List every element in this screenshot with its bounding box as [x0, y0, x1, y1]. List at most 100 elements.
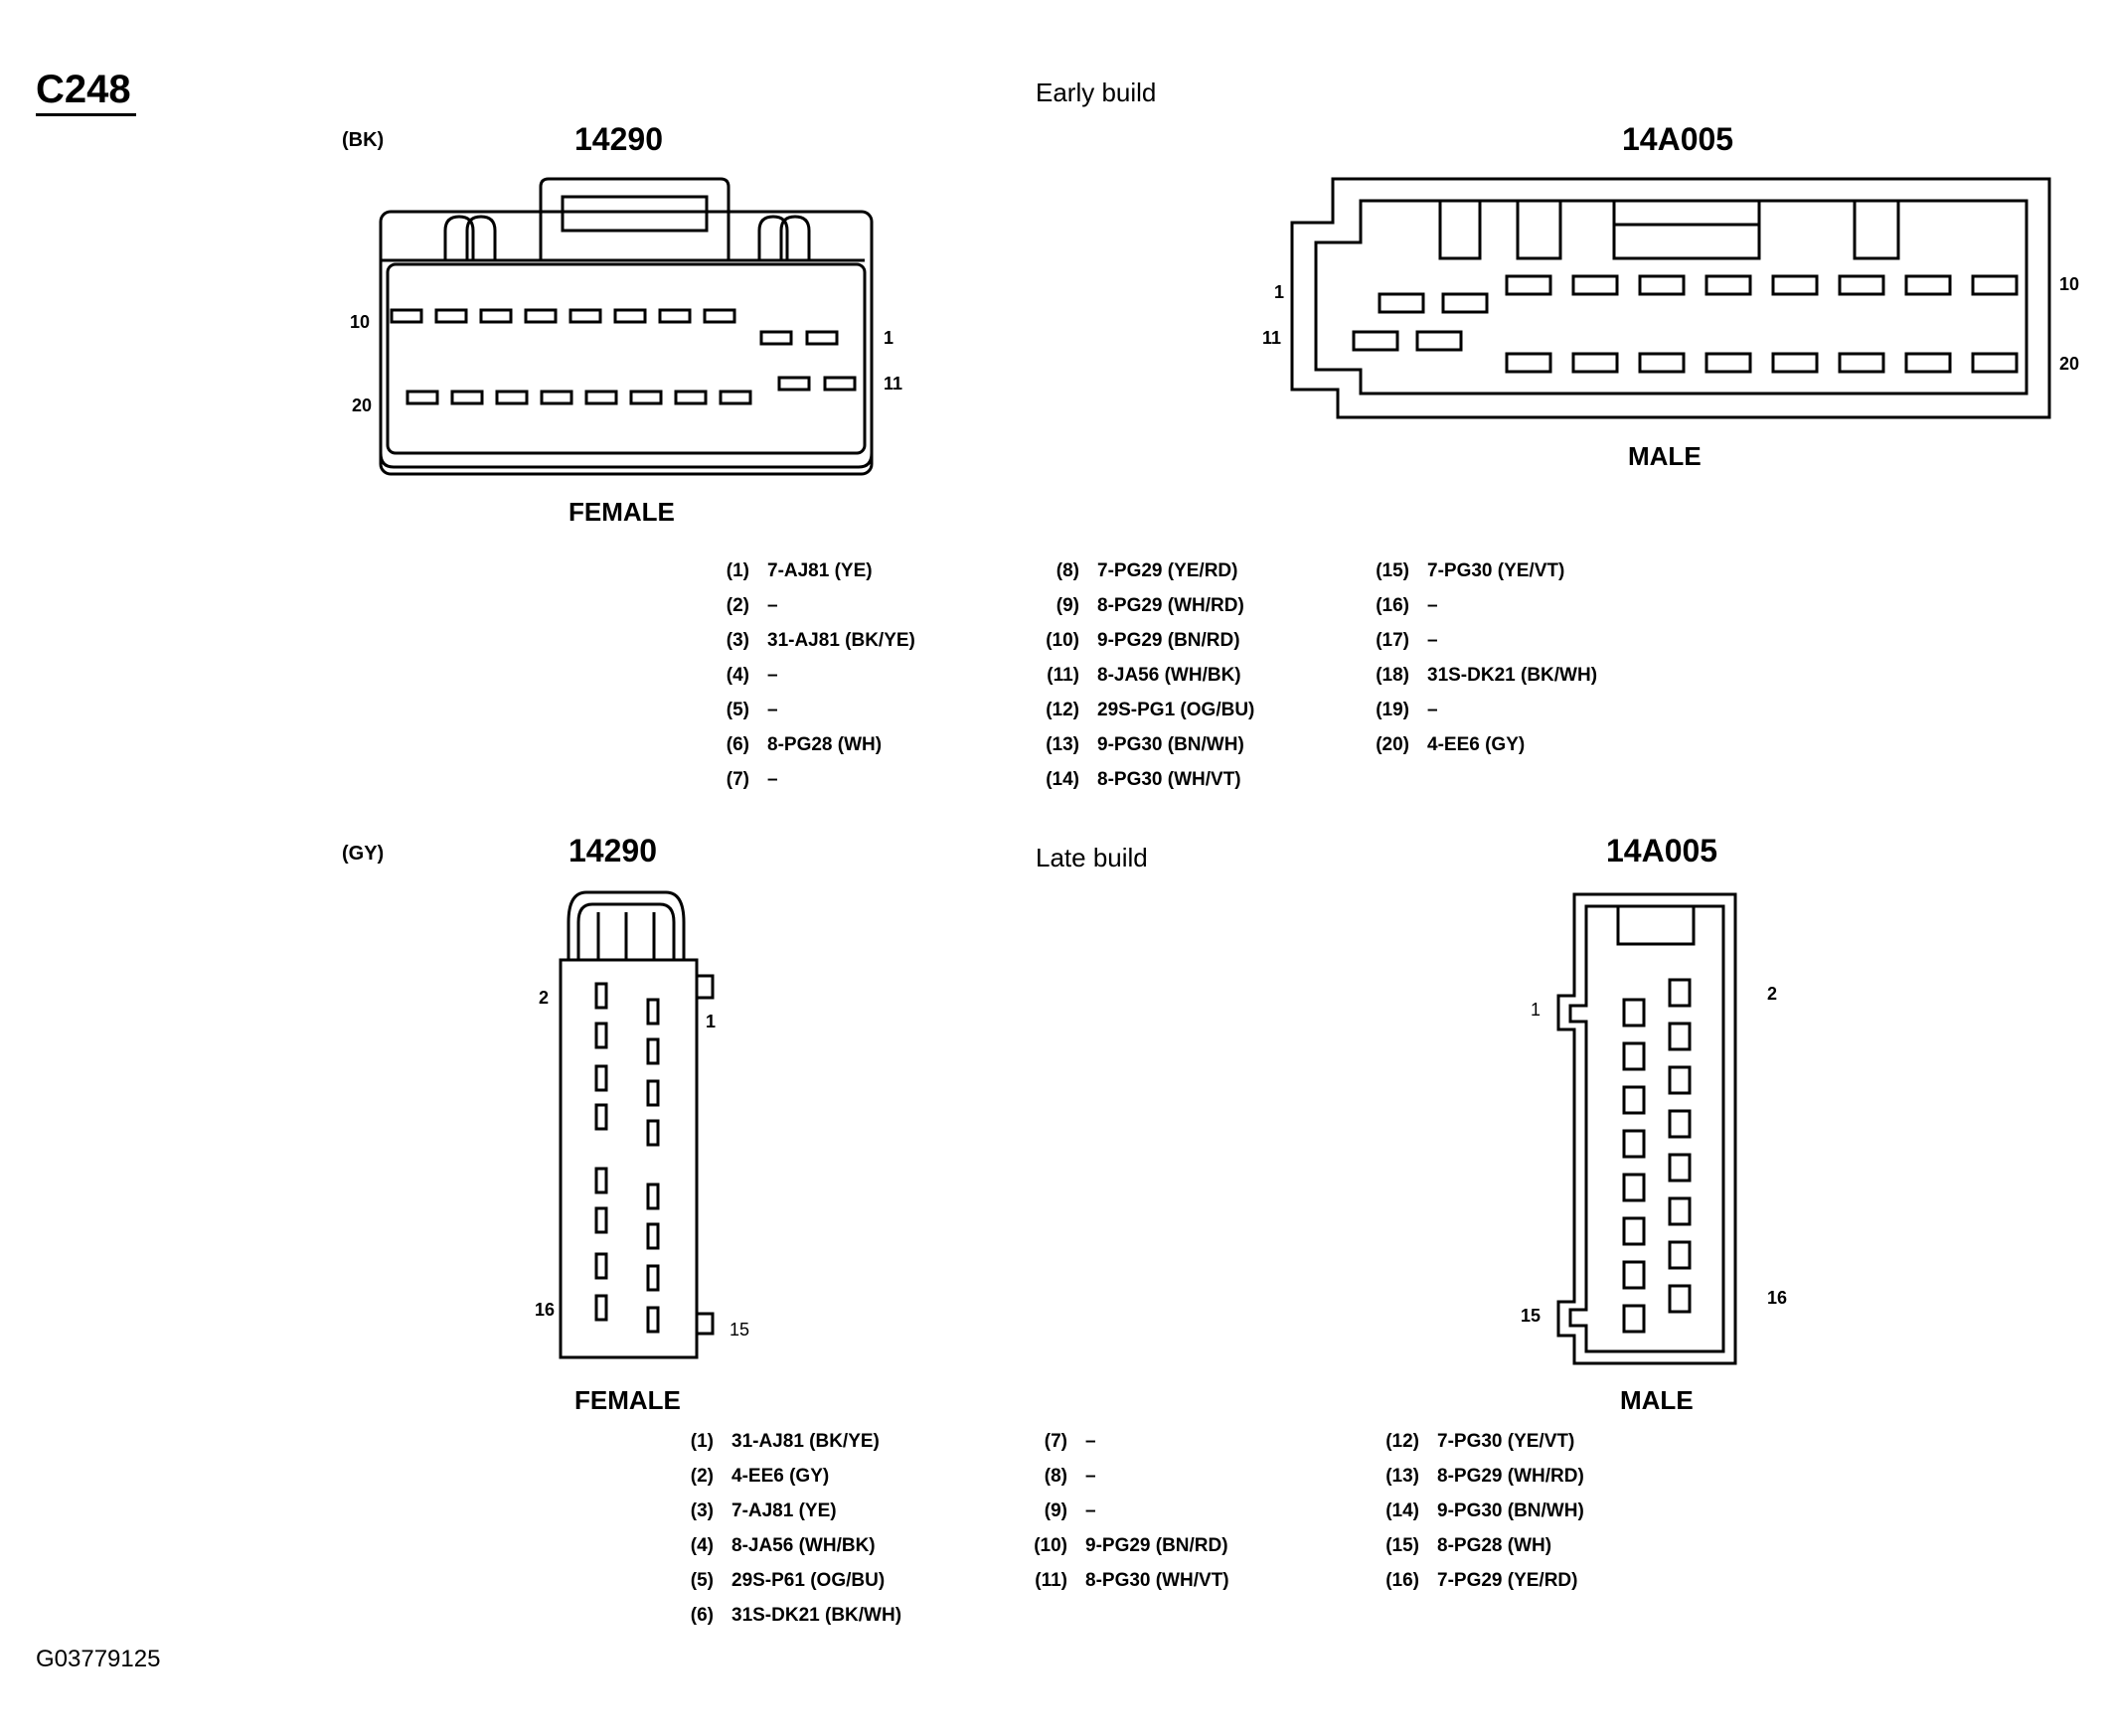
pin-cavity	[1668, 1153, 1692, 1183]
early-male-gender-label: MALE	[1628, 441, 1702, 471]
early-female-pin-label-11: 11	[884, 374, 903, 394]
pin-cavity	[646, 998, 660, 1026]
pin-cavity	[1622, 1216, 1646, 1246]
pin-cavity	[594, 982, 608, 1010]
pin-cavity	[1771, 352, 1819, 374]
pinout-circuit: 8-PG29 (WH/RD)	[1437, 1466, 1584, 1487]
pinout-circuit: 8-JA56 (WH/BK)	[1097, 665, 1241, 686]
pin-cavity	[390, 308, 423, 324]
pinout-circuit: –	[1427, 595, 1438, 616]
pinout-pin-number: (15)	[1376, 560, 1409, 581]
pin-cavity	[1622, 1085, 1646, 1115]
pin-cavity	[594, 1064, 608, 1092]
pinout-circuit: 9-PG29 (BN/RD)	[1097, 630, 1240, 651]
pin-cavity	[646, 1183, 660, 1210]
late-male-gender-label: MALE	[1620, 1385, 1694, 1415]
late-male-part-number: 14A005	[1606, 833, 1718, 868]
pinout-circuit: 7-PG30 (YE/VT)	[1427, 560, 1565, 581]
pin-cavity	[658, 308, 692, 324]
pinout-circuit: –	[1427, 700, 1438, 720]
pin-cavity	[594, 1103, 608, 1131]
pinout-circuit: 31-AJ81 (BK/YE)	[731, 1431, 880, 1452]
pinout-pin-number: (6)	[726, 734, 749, 755]
pinout-pin-number: (8)	[1056, 560, 1079, 581]
pinout-pin-number: (11)	[1047, 665, 1079, 686]
pin-cavity	[759, 330, 793, 346]
pin-cavity	[594, 1167, 608, 1194]
pin-cavity	[646, 1222, 660, 1250]
pinout-pin-number: (19)	[1376, 700, 1409, 720]
pinout-pin-number: (20)	[1376, 734, 1409, 755]
pinout-circuit: 9-PG30 (BN/WH)	[1437, 1500, 1584, 1521]
pin-cavity	[646, 1264, 660, 1292]
pin-cavity	[1638, 274, 1686, 296]
pin-cavity	[1668, 1284, 1692, 1314]
pinout-circuit: 7-PG29 (YE/RD)	[1097, 560, 1238, 581]
pin-cavity	[613, 308, 647, 324]
pin-cavity	[594, 1294, 608, 1322]
pin-cavity	[1668, 1022, 1692, 1051]
pin-cavity	[540, 390, 573, 405]
pin-cavity	[594, 1206, 608, 1234]
pinout-circuit: 7-AJ81 (YE)	[731, 1500, 837, 1521]
pin-cavity	[479, 308, 513, 324]
pinout-circuit: 29S-P61 (OG/BU)	[731, 1570, 886, 1591]
pin-cavity	[594, 1252, 608, 1280]
pinout-pin-number: (6)	[690, 1605, 714, 1626]
early-female-color: (BK)	[342, 129, 385, 151]
pin-cavity	[805, 330, 839, 346]
pin-cavity	[1415, 330, 1463, 352]
pin-cavity	[1971, 352, 2019, 374]
early-female-pin-label-20: 20	[352, 395, 373, 415]
pinout-pin-number: (7)	[1044, 1431, 1067, 1452]
early-male-pin-label-1: 1	[1274, 282, 1285, 302]
pinout-circuit: –	[1085, 1466, 1096, 1487]
late-build-label: Late build	[1036, 843, 1148, 872]
pin-cavity	[629, 390, 663, 405]
pin-cavity	[823, 376, 857, 392]
late-female-pin-label-1: 1	[706, 1012, 717, 1031]
pin-cavity	[1638, 352, 1686, 374]
pin-cavity	[1705, 274, 1752, 296]
pin-cavity	[1668, 1109, 1692, 1139]
pinout-circuit: 8-JA56 (WH/BK)	[731, 1535, 876, 1556]
pin-cavity	[1771, 274, 1819, 296]
pinout-pin-number: (9)	[1044, 1500, 1067, 1521]
pin-cavity	[1668, 1196, 1692, 1226]
early-male-pin-label-10: 10	[2059, 274, 2080, 294]
pinout-pin-number: (10)	[1046, 630, 1079, 651]
pinout-circuit: –	[1427, 630, 1438, 651]
pinout-circuit: –	[767, 595, 778, 616]
pin-cavity	[1904, 352, 1952, 374]
early-male-pin-label-20: 20	[2059, 354, 2080, 374]
pinout-circuit: 8-PG30 (WH/VT)	[1097, 769, 1241, 790]
pinout-circuit: 8-PG28 (WH)	[1437, 1535, 1552, 1556]
late-male-connector-outline	[1556, 892, 1737, 1365]
pin-cavity	[1904, 274, 1952, 296]
pin-cavity	[1668, 1065, 1692, 1095]
pin-cavity	[584, 390, 618, 405]
pin-cavity	[646, 1079, 660, 1107]
connector-id-underline	[36, 113, 136, 116]
pinout-circuit: 31S-DK21 (BK/WH)	[1427, 665, 1598, 686]
pinout-circuit: 7-AJ81 (YE)	[767, 560, 873, 581]
pinout-pin-number: (1)	[690, 1431, 714, 1452]
pinout-pin-number: (2)	[726, 595, 749, 616]
pin-cavity	[1441, 292, 1489, 314]
pinout-pin-number: (5)	[690, 1570, 714, 1591]
pinout-circuit: 31S-DK21 (BK/WH)	[731, 1605, 902, 1626]
pinout-circuit: 7-PG30 (YE/VT)	[1437, 1431, 1575, 1452]
pin-cavity	[1971, 274, 2019, 296]
pinout-circuit: 8-PG29 (WH/RD)	[1097, 595, 1244, 616]
pinout-circuit: –	[767, 700, 778, 720]
pinout-pin-number: (4)	[726, 665, 749, 686]
pinout-pin-number: (14)	[1046, 769, 1079, 790]
early-female-pin-label-10: 10	[350, 312, 371, 332]
pin-cavity	[646, 1306, 660, 1334]
late-female-color: (GY)	[342, 843, 385, 865]
late-male-pin-label-16: 16	[1767, 1288, 1788, 1308]
pin-cavity	[703, 308, 736, 324]
pin-cavity	[777, 376, 811, 392]
pin-cavity	[434, 308, 468, 324]
